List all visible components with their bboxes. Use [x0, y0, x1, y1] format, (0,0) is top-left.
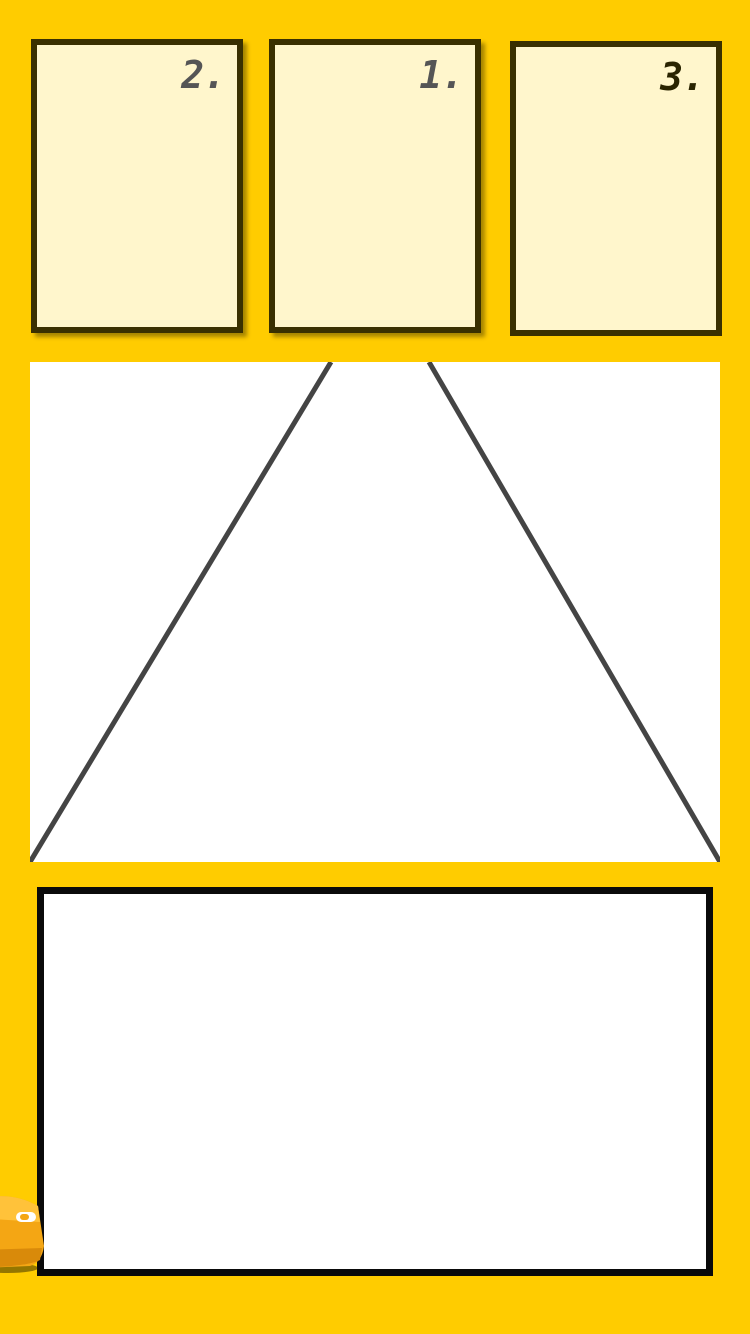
rank-label: 1.	[419, 53, 464, 97]
rank-label: 2.	[181, 53, 226, 97]
podium-card-first[interactable]: 1.	[269, 39, 481, 333]
triangle-lines	[30, 362, 720, 862]
arena-panel	[30, 362, 720, 862]
podium-card-second[interactable]: 2.	[31, 39, 243, 333]
right-slope-line	[426, 362, 720, 862]
bottom-board	[37, 887, 713, 1276]
yellow-car-icon[interactable]	[0, 1188, 46, 1274]
rank-label: 3.	[660, 55, 705, 99]
left-slope-line	[30, 362, 334, 862]
podium-card-third[interactable]: 3.	[510, 41, 722, 336]
